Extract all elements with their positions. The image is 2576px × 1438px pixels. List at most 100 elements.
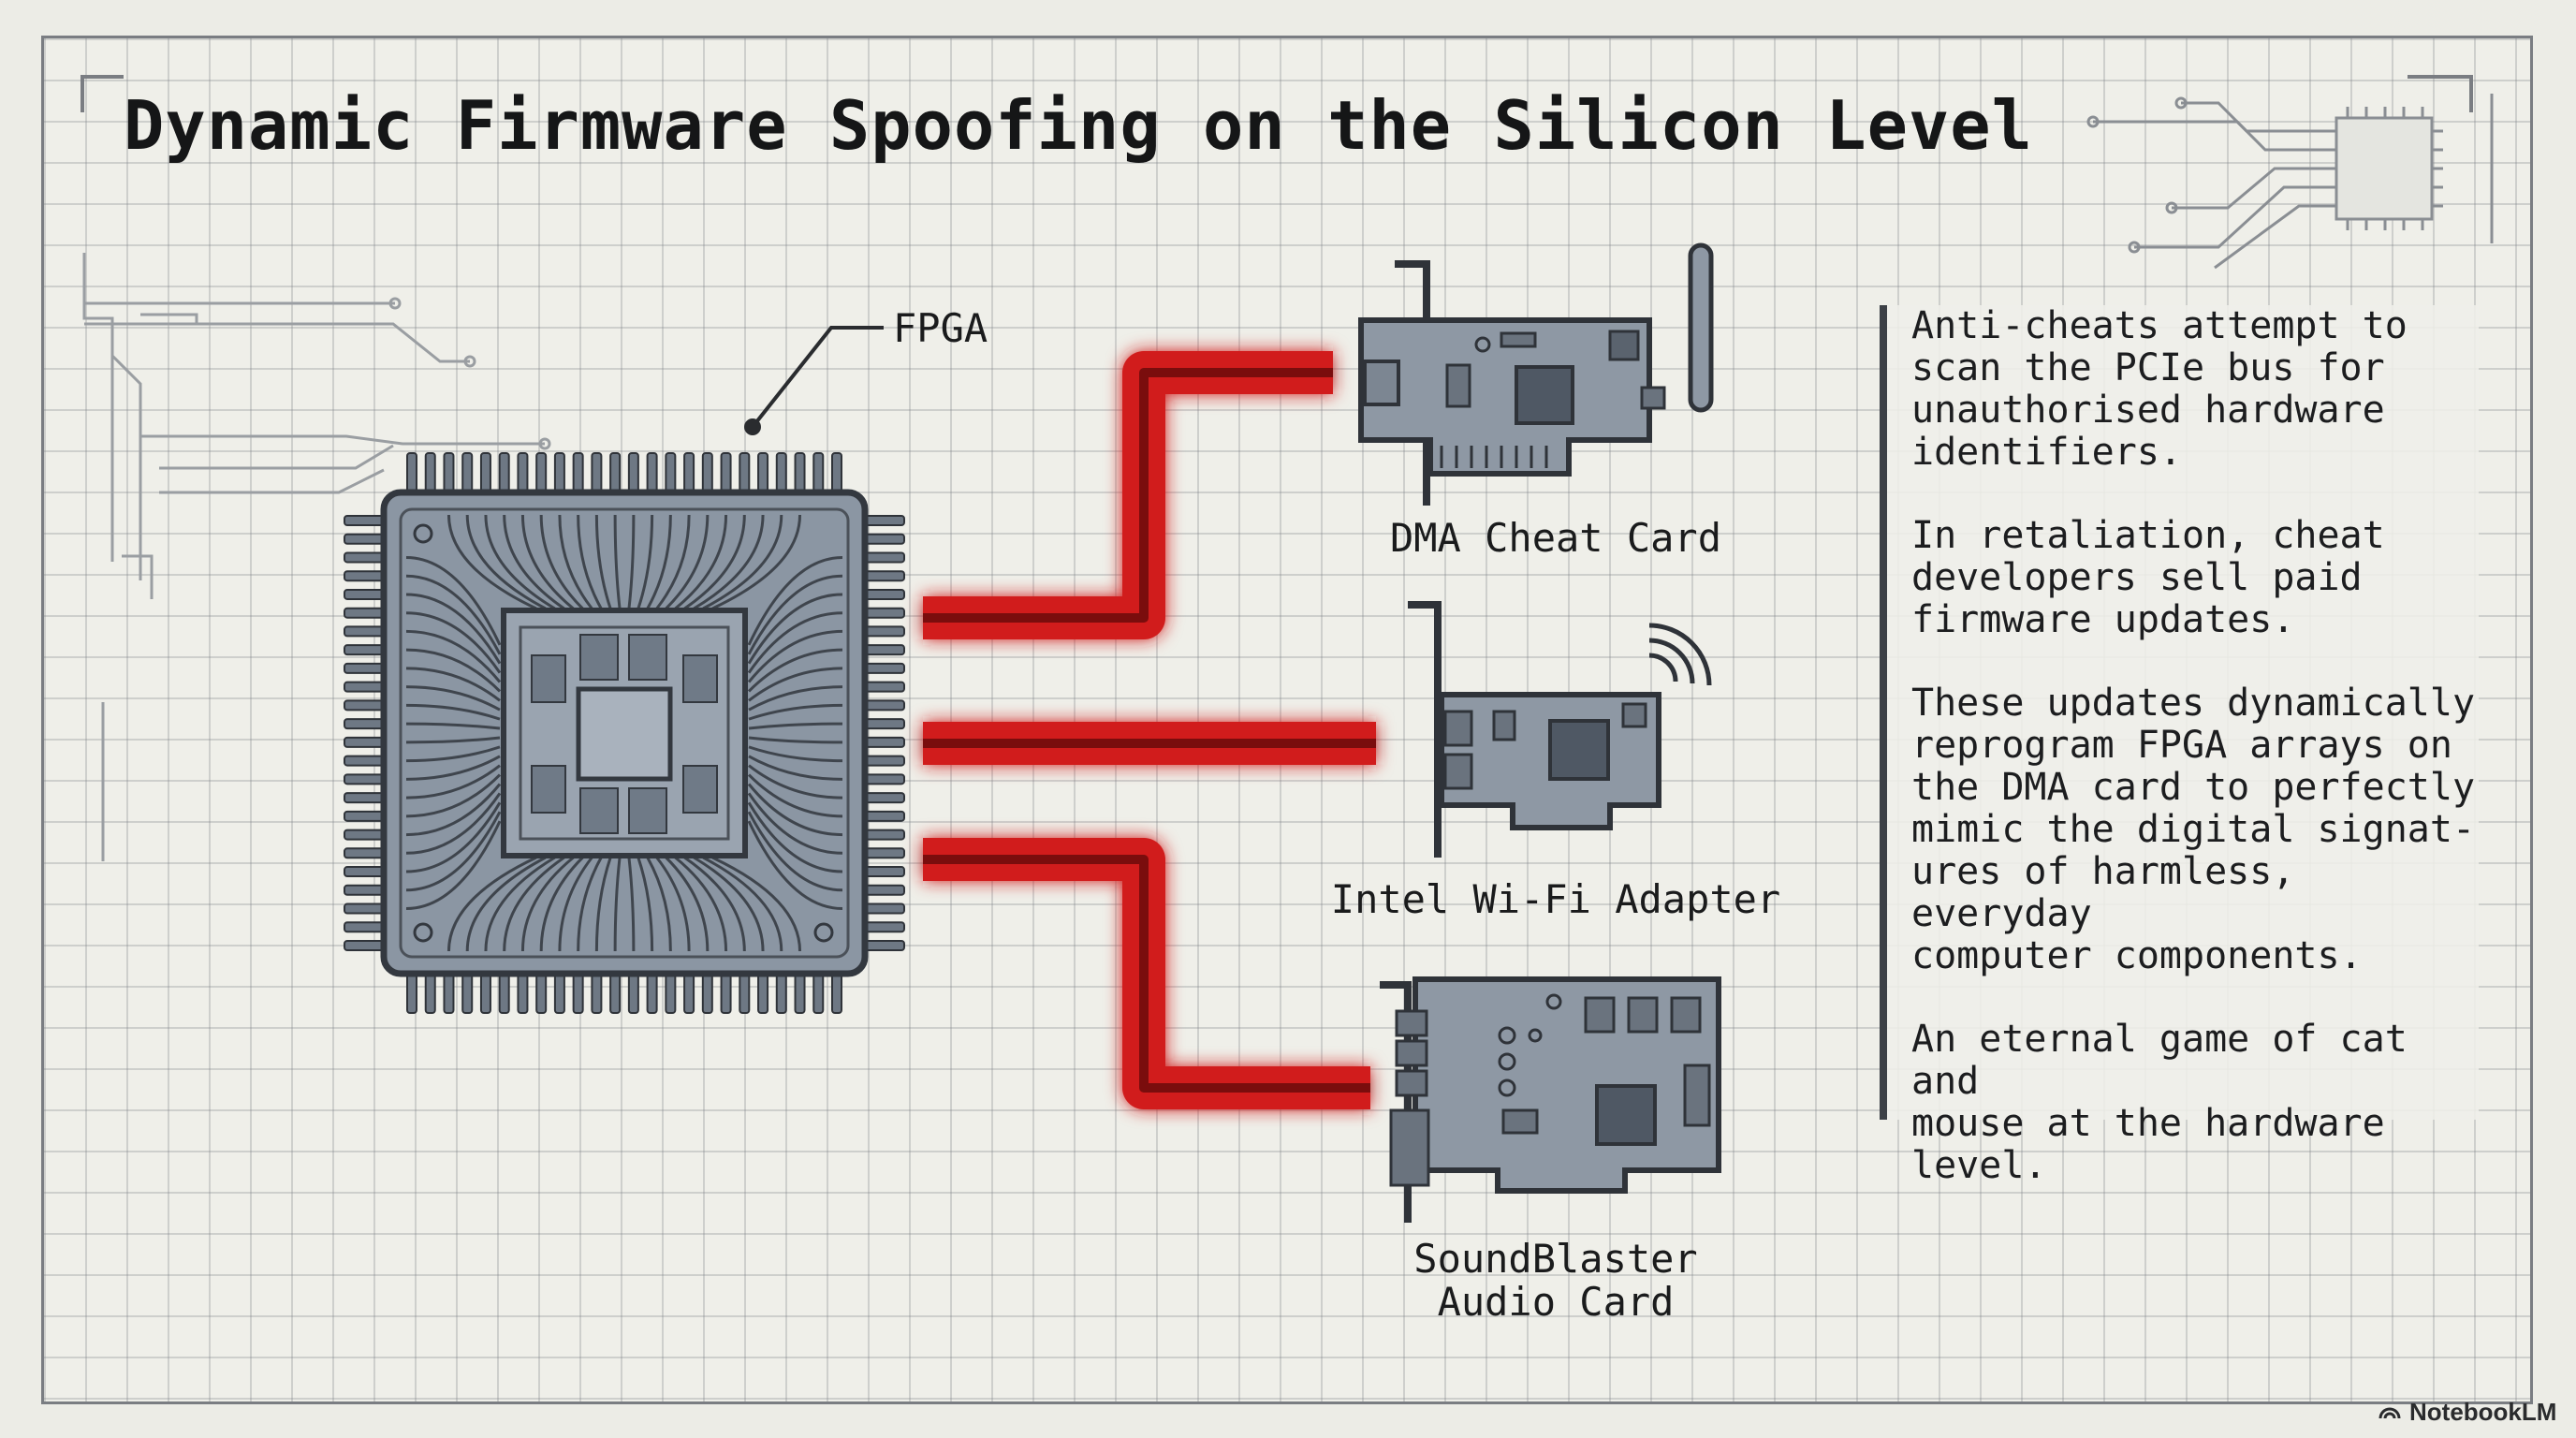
chip-trace [446, 856, 537, 952]
chip-pin [572, 973, 584, 1014]
chip-pin [572, 452, 584, 493]
chip-trace [503, 514, 565, 610]
chip-trace [646, 514, 672, 609]
chip-trace [613, 514, 622, 609]
chip-pin [864, 810, 905, 822]
chip-pin [517, 973, 529, 1014]
soundblaster-label-line-2: Audio Card [1437, 1279, 1675, 1325]
chip-pin [344, 829, 385, 841]
chip-trace [405, 555, 502, 646]
chip-trace [558, 514, 593, 609]
chip-trace [747, 611, 843, 674]
chip-pin [739, 452, 751, 493]
chip-pin [864, 847, 905, 859]
chip-trace [747, 574, 843, 655]
chip-pin [424, 973, 436, 1014]
intel-wifi-adapter-card [1408, 601, 1712, 858]
chip-pin [665, 452, 677, 493]
chip-trace [747, 773, 843, 818]
chip-pin [864, 866, 905, 878]
chip-pin [683, 973, 695, 1014]
chip-pin [344, 607, 385, 619]
chip-pin [864, 515, 905, 526]
chip-pin [757, 973, 769, 1014]
chip-pin [609, 452, 622, 493]
chip-trace [405, 722, 501, 730]
chip-pin [344, 588, 385, 600]
chip-trace [748, 685, 843, 712]
chip-trace [711, 514, 802, 610]
chip-trace [465, 514, 547, 610]
notebooklm-badge: NotebookLM [2378, 1393, 2556, 1431]
chip-trace [747, 555, 843, 646]
chip-pin [683, 452, 695, 493]
chip-pin [344, 847, 385, 859]
chip-pin [864, 773, 905, 785]
chip-trace [665, 856, 710, 952]
chip-pin [864, 921, 905, 933]
notebooklm-logo-icon [2378, 1407, 2401, 1419]
chip-pin [591, 973, 603, 1014]
chip-core-blocks [531, 634, 718, 834]
chip-trace [646, 857, 672, 952]
chip-trace [405, 811, 502, 892]
panel-paragraph: These updates dynamically reprogram FPGA… [1911, 682, 2476, 977]
chip-pin [344, 940, 385, 951]
chip-pin [553, 973, 565, 1014]
chip-pin [344, 921, 385, 933]
chip-trace [711, 856, 802, 952]
chip-pin [775, 452, 787, 493]
chip-trace [405, 801, 502, 873]
chip-pin [344, 736, 385, 748]
chip-trace [702, 856, 783, 952]
panel-paragraph: Anti-cheats attempt to scan the PCIe bus… [1911, 304, 2408, 474]
chip-pin [831, 452, 842, 493]
chip-trace [693, 514, 765, 610]
chip-trace [405, 755, 501, 781]
decor-circuit-top-right [2086, 94, 2494, 270]
chip-trace [594, 857, 612, 952]
intel-wifi-adapter-label: Intel Wi-Fi Adapter [1330, 876, 1781, 922]
chip-pin [591, 452, 603, 493]
chip-trace [577, 857, 603, 952]
soundblaster-label-line-1: SoundBlaster [1413, 1236, 1698, 1282]
chip-trace [748, 667, 843, 702]
chip-trace [655, 514, 691, 609]
chip-pin [443, 973, 455, 1014]
chip-trace [665, 514, 710, 610]
chip-pins [344, 452, 905, 1014]
chip-trace [747, 629, 843, 683]
chip-pin [344, 792, 385, 804]
chip-pin [344, 755, 385, 767]
chip-trace [405, 736, 501, 744]
chip-pin [517, 452, 529, 493]
chip-trace [637, 514, 654, 609]
chip-pin [461, 452, 474, 493]
chip-pin [344, 551, 385, 564]
chip-trace [627, 514, 636, 609]
chip-trace [613, 857, 622, 952]
chip-trace [702, 514, 783, 610]
chip-pin [864, 829, 905, 841]
slide-title: Dynamic Firmware Spoofing on the Silicon… [124, 86, 2033, 165]
chip-trace [405, 703, 501, 721]
dma-card-gold-pins [1440, 446, 1548, 468]
chip-pin [498, 452, 510, 493]
chip-trace [637, 857, 654, 952]
chip-pin [627, 452, 639, 493]
chip-pin [344, 662, 385, 674]
chip-pin [344, 625, 385, 638]
chip-pin [864, 755, 905, 767]
chip-pin [553, 452, 565, 493]
chip-pin [344, 810, 385, 822]
chip-trace [747, 820, 843, 911]
chip-pin [344, 773, 385, 785]
chip-pin [344, 681, 385, 693]
chip-trace [747, 783, 843, 837]
fpga-chip [344, 452, 905, 1014]
chip-pin [794, 452, 806, 493]
chip-trace [693, 856, 765, 952]
chip-trace [465, 856, 547, 952]
chip-pin [864, 792, 905, 804]
chip-pin [812, 973, 825, 1014]
